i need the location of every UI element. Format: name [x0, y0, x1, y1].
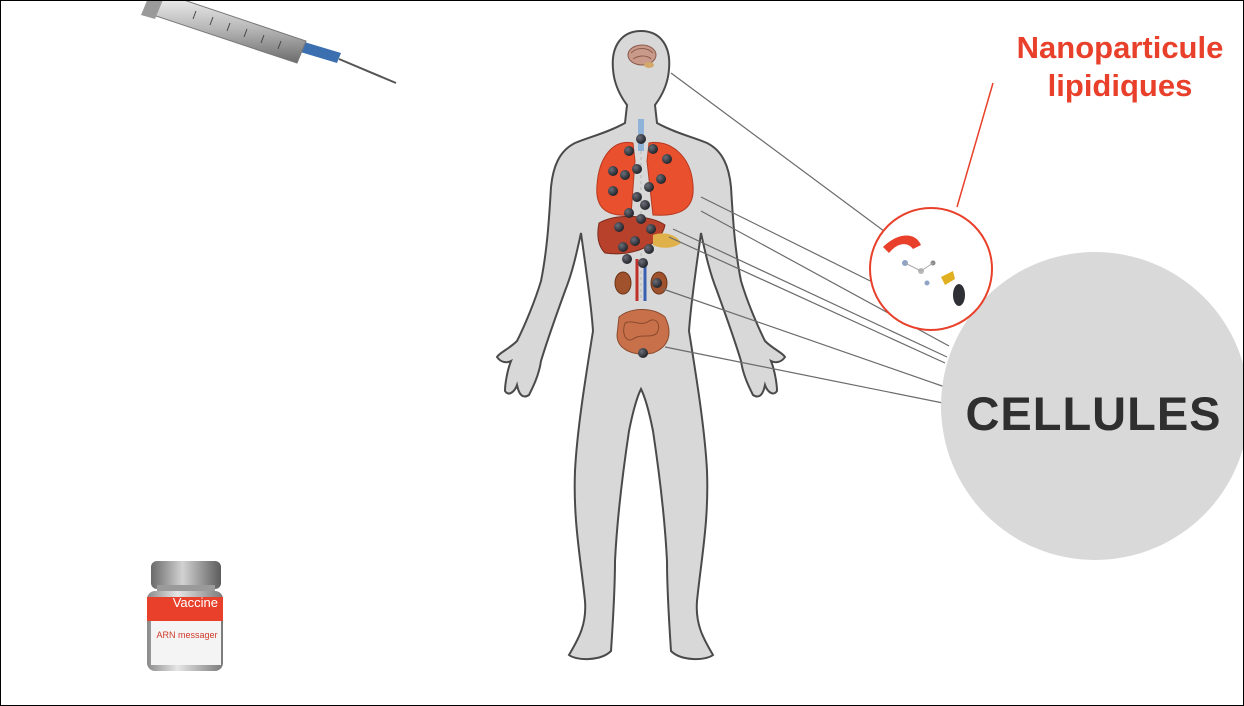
vial-label: Vaccine — [146, 595, 222, 610]
cells-label: CELLULES — [956, 386, 1231, 441]
syringe-icon — [141, 1, 396, 83]
nanoparticle-label: Nanoparticule lipidiques — [1004, 29, 1236, 105]
vial-sublabel: ARN messager — [151, 630, 223, 640]
nanoparticle-label-line-2: lipidiques — [1004, 67, 1236, 105]
lipid-nanoparticle-icon — [870, 83, 993, 330]
intestines-icon — [617, 310, 669, 355]
nanoparticle-label-line-1: Nanoparticule — [1004, 29, 1236, 67]
vaccine-vial-icon — [147, 561, 223, 671]
